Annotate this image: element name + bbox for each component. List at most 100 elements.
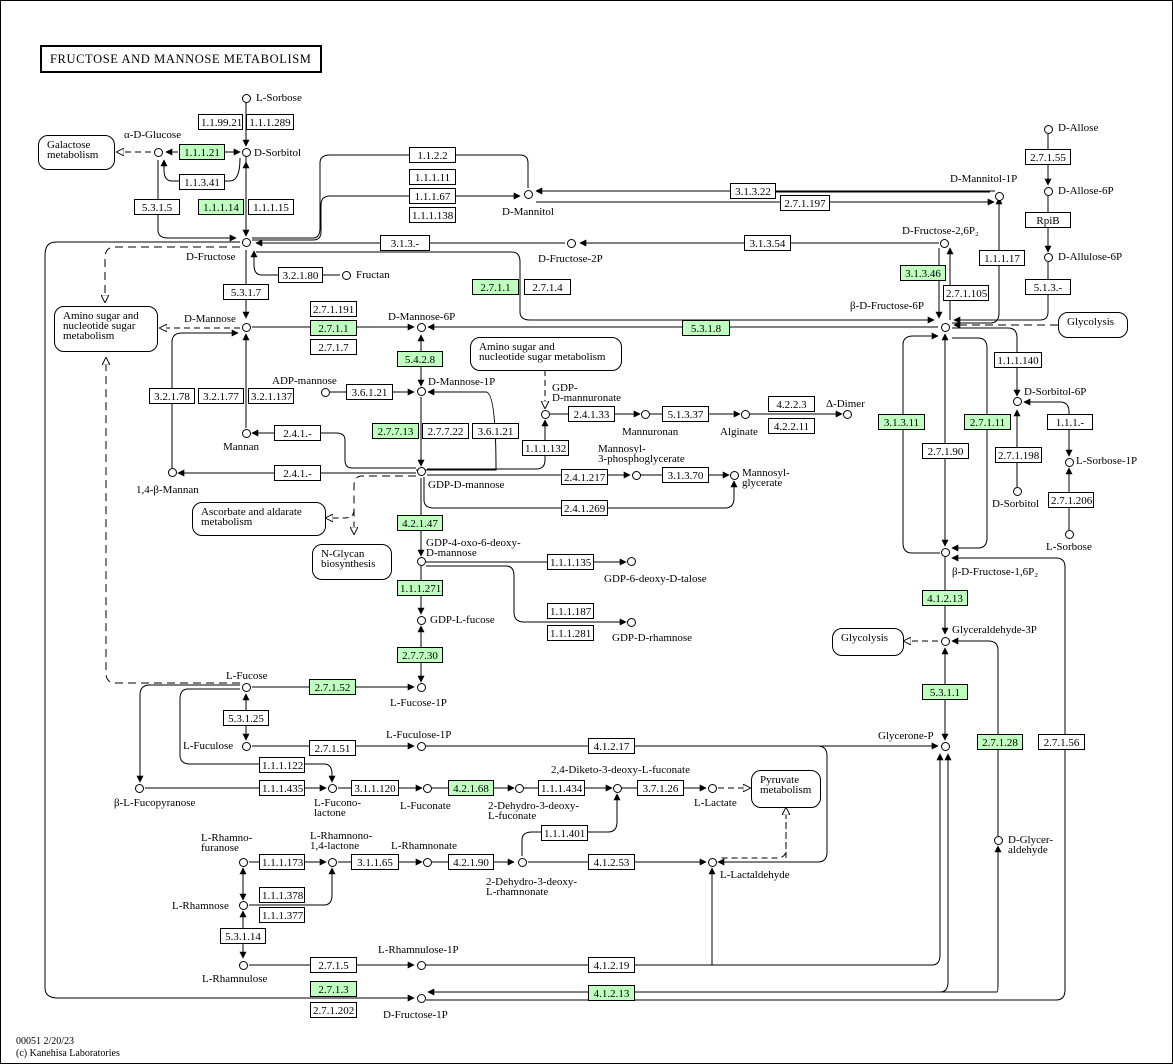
compound-node-fru6p[interactable]: [940, 322, 950, 332]
compound-node-b14mannan[interactable]: [167, 467, 177, 477]
compound-node-rhamnulose[interactable]: [238, 960, 248, 970]
enzyme-box-3-2-1-77[interactable]: 3.2.1.77: [198, 388, 244, 404]
enzyme-box-3-1-3-11[interactable]: 3.1.3.11: [878, 414, 925, 430]
enzyme-box-2-7-1-202[interactable]: 2.7.1.202: [310, 1002, 357, 1018]
compound-node-lfuculose[interactable]: [241, 741, 251, 751]
enzyme-box-2-4-1-269[interactable]: 2.4.1.269: [561, 500, 608, 516]
enzyme-box-1-1-3-41[interactable]: 1.1.3.41: [179, 174, 225, 190]
enzyme-box-4-1-2-17[interactable]: 4.1.2.17: [588, 738, 635, 754]
enzyme-box-3-1-3-46[interactable]: 3.1.3.46: [900, 265, 946, 281]
enzyme-box-2-7-1-198[interactable]: 2.7.1.198: [995, 447, 1042, 463]
enzyme-box-2-7-1-3[interactable]: 2.7.1.3: [310, 981, 357, 997]
enzyme-box-2-7-7-22[interactable]: 2.7.7.22: [422, 423, 469, 439]
compound-node-allose6p[interactable]: [1043, 186, 1053, 196]
enzyme-box-1-1-1-271[interactable]: 1.1.1.271: [397, 580, 443, 596]
enzyme-box-2-4-1-217[interactable]: 2.4.1.217: [561, 469, 608, 485]
enzyme-box-1-1-1-17[interactable]: 1.1.1.17: [979, 250, 1025, 266]
compound-node-man6p[interactable]: [416, 322, 426, 332]
compound-node-dimer[interactable]: [842, 409, 852, 419]
compound-node-rhamnonate[interactable]: [422, 857, 432, 867]
compound-node-lfucose[interactable]: [241, 682, 251, 692]
compound-node-rhamnose[interactable]: [238, 900, 248, 910]
enzyme-box-1-1-1-11[interactable]: 1.1.1.11: [409, 169, 456, 185]
enzyme-box-3-1-3--[interactable]: 3.1.3.-: [380, 235, 430, 251]
compound-node-gdpman[interactable]: [416, 466, 426, 476]
enzyme-box-1-1-1-377[interactable]: 1.1.1.377: [259, 907, 305, 923]
enzyme-box-2-7-1-1[interactable]: 2.7.1.1: [472, 279, 519, 295]
enzyme-box-3-1-1-120[interactable]: 3.1.1.120: [351, 780, 399, 796]
enzyme-box-1-1-1--[interactable]: 1.1.1.-: [1047, 414, 1093, 430]
enzyme-box-2-4-1-33[interactable]: 2.4.1.33: [568, 406, 615, 422]
compound-node-bfucopyr[interactable]: [134, 783, 144, 793]
enzyme-box-5-3-1-7[interactable]: 5.3.1.7: [223, 284, 269, 300]
enzyme-box-1-1-1-14[interactable]: 1.1.1.14: [198, 199, 244, 215]
enzyme-box-1-1-2-2[interactable]: 1.1.2.2: [409, 147, 456, 163]
compound-node-alginate[interactable]: [740, 409, 750, 419]
enzyme-box-5-3-1-14[interactable]: 5.3.1.14: [220, 928, 266, 944]
enzyme-box-5-3-1-25[interactable]: 5.3.1.25: [223, 710, 269, 726]
enzyme-box-1-1-1-435[interactable]: 1.1.1.435: [259, 780, 305, 796]
compound-node-glyceronep[interactable]: [940, 741, 950, 751]
compound-node-24diketo[interactable]: [612, 783, 622, 793]
enzyme-box-2-7-1-5[interactable]: 2.7.1.5: [310, 957, 357, 973]
enzyme-box-1-1-99-21[interactable]: 1.1.99.21: [198, 114, 243, 130]
compound-node-man1p[interactable]: [416, 386, 426, 396]
enzyme-box-3-1-3-54[interactable]: 3.1.3.54: [744, 235, 791, 251]
enzyme-box-2-7-1-11[interactable]: 2.7.1.11: [964, 414, 1011, 430]
enzyme-box-1-1-1-67[interactable]: 1.1.1.67: [409, 188, 456, 204]
enzyme-box-5-1-3--[interactable]: 5.1.3.-: [1025, 279, 1071, 295]
enzyme-box-2-7-1-55[interactable]: 2.7.1.55: [1025, 149, 1071, 165]
compound-node-lsorbose2[interactable]: [1064, 529, 1074, 539]
enzyme-box-3-6-1-21[interactable]: 3.6.1.21: [472, 423, 519, 439]
compound-node-fru1p[interactable]: [416, 993, 426, 1003]
enzyme-box-1-1-1-122[interactable]: 1.1.1.122: [259, 757, 305, 773]
enzyme-box-2-7-1-56[interactable]: 2.7.1.56: [1038, 734, 1085, 750]
enzyme-box-2-7-1-51[interactable]: 2.7.1.51: [309, 740, 356, 756]
compound-node-fru[interactable]: [241, 237, 251, 247]
enzyme-box-5-3-1-1[interactable]: 5.3.1.1: [922, 684, 968, 700]
compound-node-lsorbose1p[interactable]: [1064, 457, 1074, 467]
compound-node-rhamnulose1p[interactable]: [416, 960, 426, 970]
enzyme-box-5-3-1-5[interactable]: 5.3.1.5: [134, 199, 180, 215]
enzyme-box-2-7-1-90[interactable]: 2.7.1.90: [922, 443, 969, 459]
enzyme-box-2-7-1-197[interactable]: 2.7.1.197: [780, 195, 830, 211]
compound-node-mannitol1p[interactable]: [994, 191, 1004, 201]
compound-node-rhamnonolactone[interactable]: [327, 857, 337, 867]
compound-node-lactaldehyde[interactable]: [707, 857, 717, 867]
enzyme-box-3-2-1-78[interactable]: 3.2.1.78: [149, 388, 195, 404]
compound-node-g3p[interactable]: [940, 636, 950, 646]
compound-node-rhamnofuranose[interactable]: [238, 857, 248, 867]
enzyme-box-2-4-1--[interactable]: 2.4.1.-: [274, 425, 321, 441]
compound-node-fuconate[interactable]: [422, 783, 432, 793]
enzyme-box-2-7-7-30[interactable]: 2.7.7.30: [397, 647, 443, 663]
enzyme-box-4-2-2-3[interactable]: 4.2.2.3: [768, 396, 815, 412]
enzyme-box-3-2-1-80[interactable]: 3.2.1.80: [278, 267, 323, 283]
enzyme-box-2-7-1-191[interactable]: 2.7.1.191: [310, 301, 357, 317]
compound-node-gdpmannuronate[interactable]: [540, 409, 550, 419]
enzyme-box-1-1-1-187[interactable]: 1.1.1.187: [547, 603, 594, 619]
compound-node-2d3drhamnonate[interactable]: [517, 857, 527, 867]
enzyme-box-1-1-1-173[interactable]: 1.1.1.173: [259, 854, 305, 870]
compound-node-sorbitol[interactable]: [241, 147, 251, 157]
enzyme-box-2-7-1-28[interactable]: 2.7.1.28: [977, 734, 1023, 750]
compound-node-m3pg[interactable]: [631, 470, 641, 480]
compound-node-gdptalose[interactable]: [626, 556, 636, 566]
compound-node-mannuronan[interactable]: [640, 409, 650, 419]
pathway-link-nglycan[interactable]: N-Glycan biosynthesis: [312, 544, 392, 580]
compound-node-mannitol[interactable]: [523, 189, 533, 199]
pathway-link-amino2[interactable]: Amino sugar and nucleotide sugar metabol…: [470, 337, 622, 371]
pathway-link-glyco2[interactable]: Glycolysis: [832, 628, 904, 656]
compound-node-fru26p[interactable]: [939, 238, 949, 248]
compound-node-fuconolactone[interactable]: [327, 783, 337, 793]
enzyme-box-1-1-1-21[interactable]: 1.1.1.21: [179, 144, 225, 160]
enzyme-box-4-1-2-19[interactable]: 4.1.2.19: [588, 957, 635, 973]
compound-node-allose[interactable]: [1043, 124, 1053, 134]
compound-node-adpman[interactable]: [320, 387, 330, 397]
enzyme-box-3-7-1-26[interactable]: 3.7.1.26: [637, 780, 684, 796]
enzyme-box-2-7-1-105[interactable]: 2.7.1.105: [943, 285, 989, 301]
compound-node-fructan[interactable]: [341, 270, 351, 280]
enzyme-box-3-1-1-65[interactable]: 3.1.1.65: [351, 854, 399, 870]
enzyme-box-5-4-2-8[interactable]: 5.4.2.8: [397, 351, 443, 367]
enzyme-box-2-7-1-206[interactable]: 2.7.1.206: [1048, 492, 1094, 508]
enzyme-box-1-1-1-401[interactable]: 1.1.1.401: [541, 825, 588, 841]
